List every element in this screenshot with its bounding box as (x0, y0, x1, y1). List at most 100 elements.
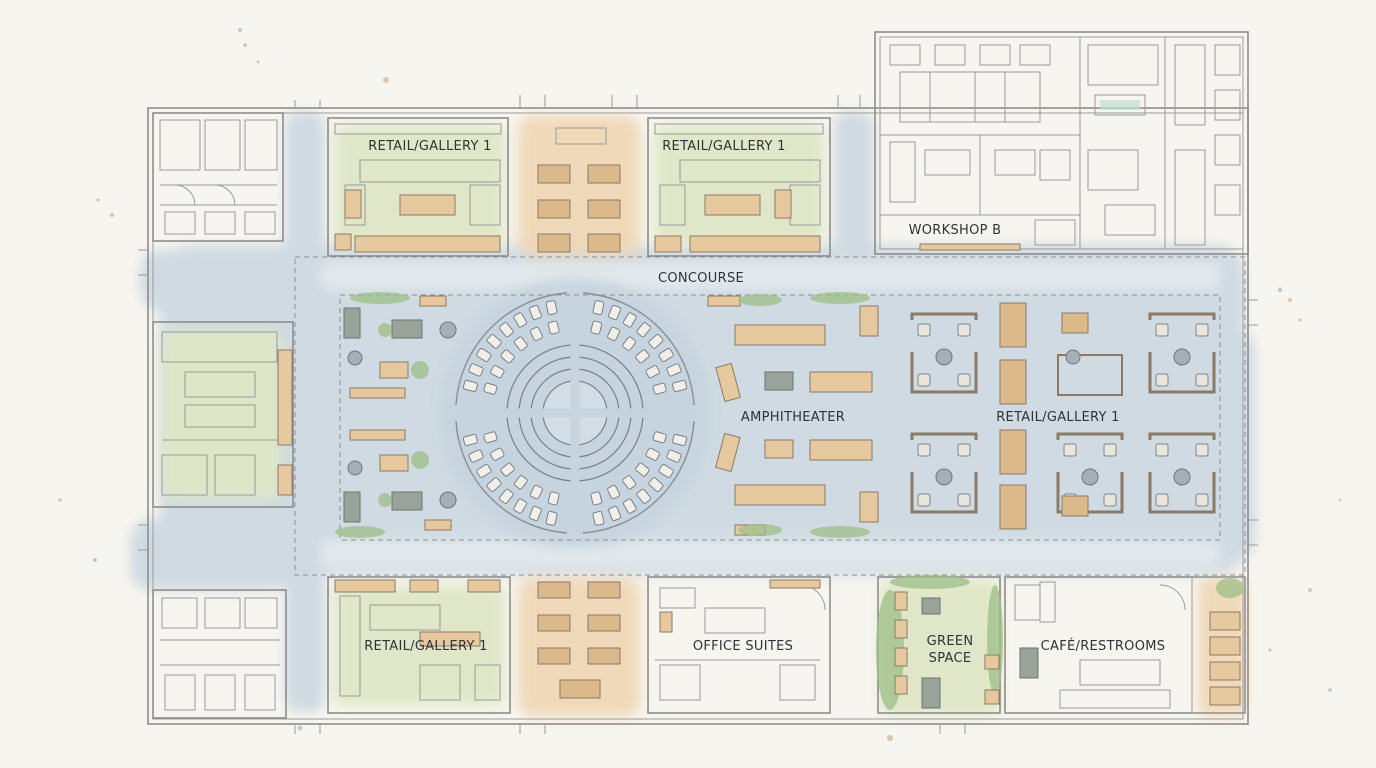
gallery-table (999, 302, 1027, 348)
workstation-bench (910, 472, 978, 514)
amphitheater-seat (499, 488, 514, 504)
top-center-tables (537, 127, 621, 253)
amphitheater-seat (468, 363, 484, 377)
amphitheater-seat (483, 382, 498, 395)
workstation-stool (935, 348, 953, 366)
amphitheater-seat (652, 431, 667, 444)
amphitheater-seat (635, 462, 650, 477)
workstation-chair (917, 323, 931, 337)
amphitheater-seat (622, 498, 637, 514)
workstation-bench (1148, 312, 1216, 320)
label-retail-top-left: RETAIL/GALLERY 1 (368, 139, 492, 154)
label-green-space-line2: SPACE (929, 651, 972, 666)
workstation-stool (935, 468, 953, 486)
label-office-suites: OFFICE SUITES (693, 639, 793, 654)
workstation-chair (1195, 493, 1209, 507)
amphitheater-seat (622, 312, 637, 328)
amphitheater-seat (672, 379, 688, 393)
amphitheater-seat (666, 449, 682, 463)
amphitheater-seat (648, 334, 664, 349)
label-amphitheater: AMPHITHEATER (741, 410, 845, 425)
workstation-bench (1057, 354, 1123, 396)
retail-top-right-room (647, 117, 831, 257)
amphitheater-seat (645, 447, 660, 461)
amphitheater-seat (592, 510, 605, 526)
workstation-chair (957, 323, 971, 337)
amphitheater-seat (500, 349, 515, 364)
amphitheater-seat (486, 477, 502, 492)
label-concourse: CONCOURSE (658, 271, 744, 286)
room-labels: RETAIL/GALLERY 1 RETAIL/GALLERY 1 WORKSH… (364, 139, 1165, 666)
workstation-chair (1155, 373, 1169, 387)
amphitheater-seat (528, 304, 542, 321)
workstation-chair (1155, 493, 1169, 507)
workstation-stool (1081, 468, 1099, 486)
amphitheater-seat (529, 326, 543, 342)
left-concourse-furniture (335, 292, 457, 538)
amphitheater-seat (658, 347, 674, 363)
workstation-chair (957, 493, 971, 507)
workstation-bench (1056, 432, 1124, 440)
bottom-center-tables (537, 581, 621, 699)
workstation-chair (1195, 323, 1209, 337)
workstation-bench (1148, 472, 1216, 514)
amphitheater-seat (490, 365, 505, 379)
amphitheater-seat (486, 334, 502, 349)
amphitheater-seat (648, 477, 664, 492)
amphitheater-seat (468, 449, 484, 463)
amphitheater-seat (499, 322, 514, 338)
workstation-chair (957, 443, 971, 457)
workstation-chair (957, 373, 971, 387)
amphitheater-seat (666, 363, 682, 377)
workstation-bench (1056, 472, 1124, 514)
workstation-chair (1155, 323, 1169, 337)
retail-bottom-room (327, 576, 511, 714)
cafe-restrooms-room (1004, 576, 1246, 714)
amphitheater-seat (547, 491, 560, 506)
amphitheater-seat (590, 491, 603, 506)
label-retail-right: RETAIL/GALLERY 1 (996, 410, 1120, 425)
amphitheater-seat (592, 300, 605, 316)
workstation-bench (910, 352, 978, 394)
amphitheater-seat (607, 484, 621, 500)
label-cafe-restrooms: CAFÉ/RESTROOMS (1041, 638, 1166, 654)
gallery-table (1061, 312, 1089, 334)
workstation-stool (1065, 349, 1081, 365)
amphitheater-seat (635, 349, 650, 364)
workstation-chair (917, 443, 931, 457)
amphitheater-seat (652, 382, 667, 395)
amphitheater-seat (608, 505, 622, 522)
green-space-room (876, 575, 1003, 714)
restroom-bottom-left (152, 589, 287, 719)
workstation-bench (1148, 352, 1216, 394)
amphitheater-seat (545, 510, 558, 526)
amphitheater-seat (658, 463, 674, 479)
amphitheater-seat (513, 498, 528, 514)
gallery-table (999, 429, 1027, 475)
workstation-bench (1148, 432, 1216, 440)
amphitheater-seat (513, 312, 528, 328)
label-retail-top-right: RETAIL/GALLERY 1 (662, 139, 786, 154)
amphitheater-seat (622, 336, 637, 351)
workstation-chair (917, 493, 931, 507)
amphitheater-seat (529, 484, 543, 500)
workstation-bench (910, 312, 978, 320)
amphitheater-seat (590, 320, 603, 335)
workstation-stool (1173, 468, 1191, 486)
workshop-b-room (880, 37, 1241, 251)
amphitheater-seat (462, 433, 478, 447)
workstation-chair (1195, 443, 1209, 457)
amphitheater-seat (645, 365, 660, 379)
right-gallery-workstations (910, 302, 1216, 530)
workstation-bench (910, 432, 978, 440)
gallery-table (999, 484, 1027, 530)
amphitheater-seat (500, 462, 515, 477)
amphitheater-seat (636, 488, 651, 504)
label-workshop-b: WORKSHOP B (909, 223, 1002, 238)
workstation-chair (1155, 443, 1169, 457)
label-green-space-line1: GREEN (927, 634, 974, 649)
label-retail-bottom: RETAIL/GALLERY 1 (364, 639, 488, 654)
amphitheater-seat (607, 326, 621, 342)
amphitheater-seat (483, 431, 498, 444)
